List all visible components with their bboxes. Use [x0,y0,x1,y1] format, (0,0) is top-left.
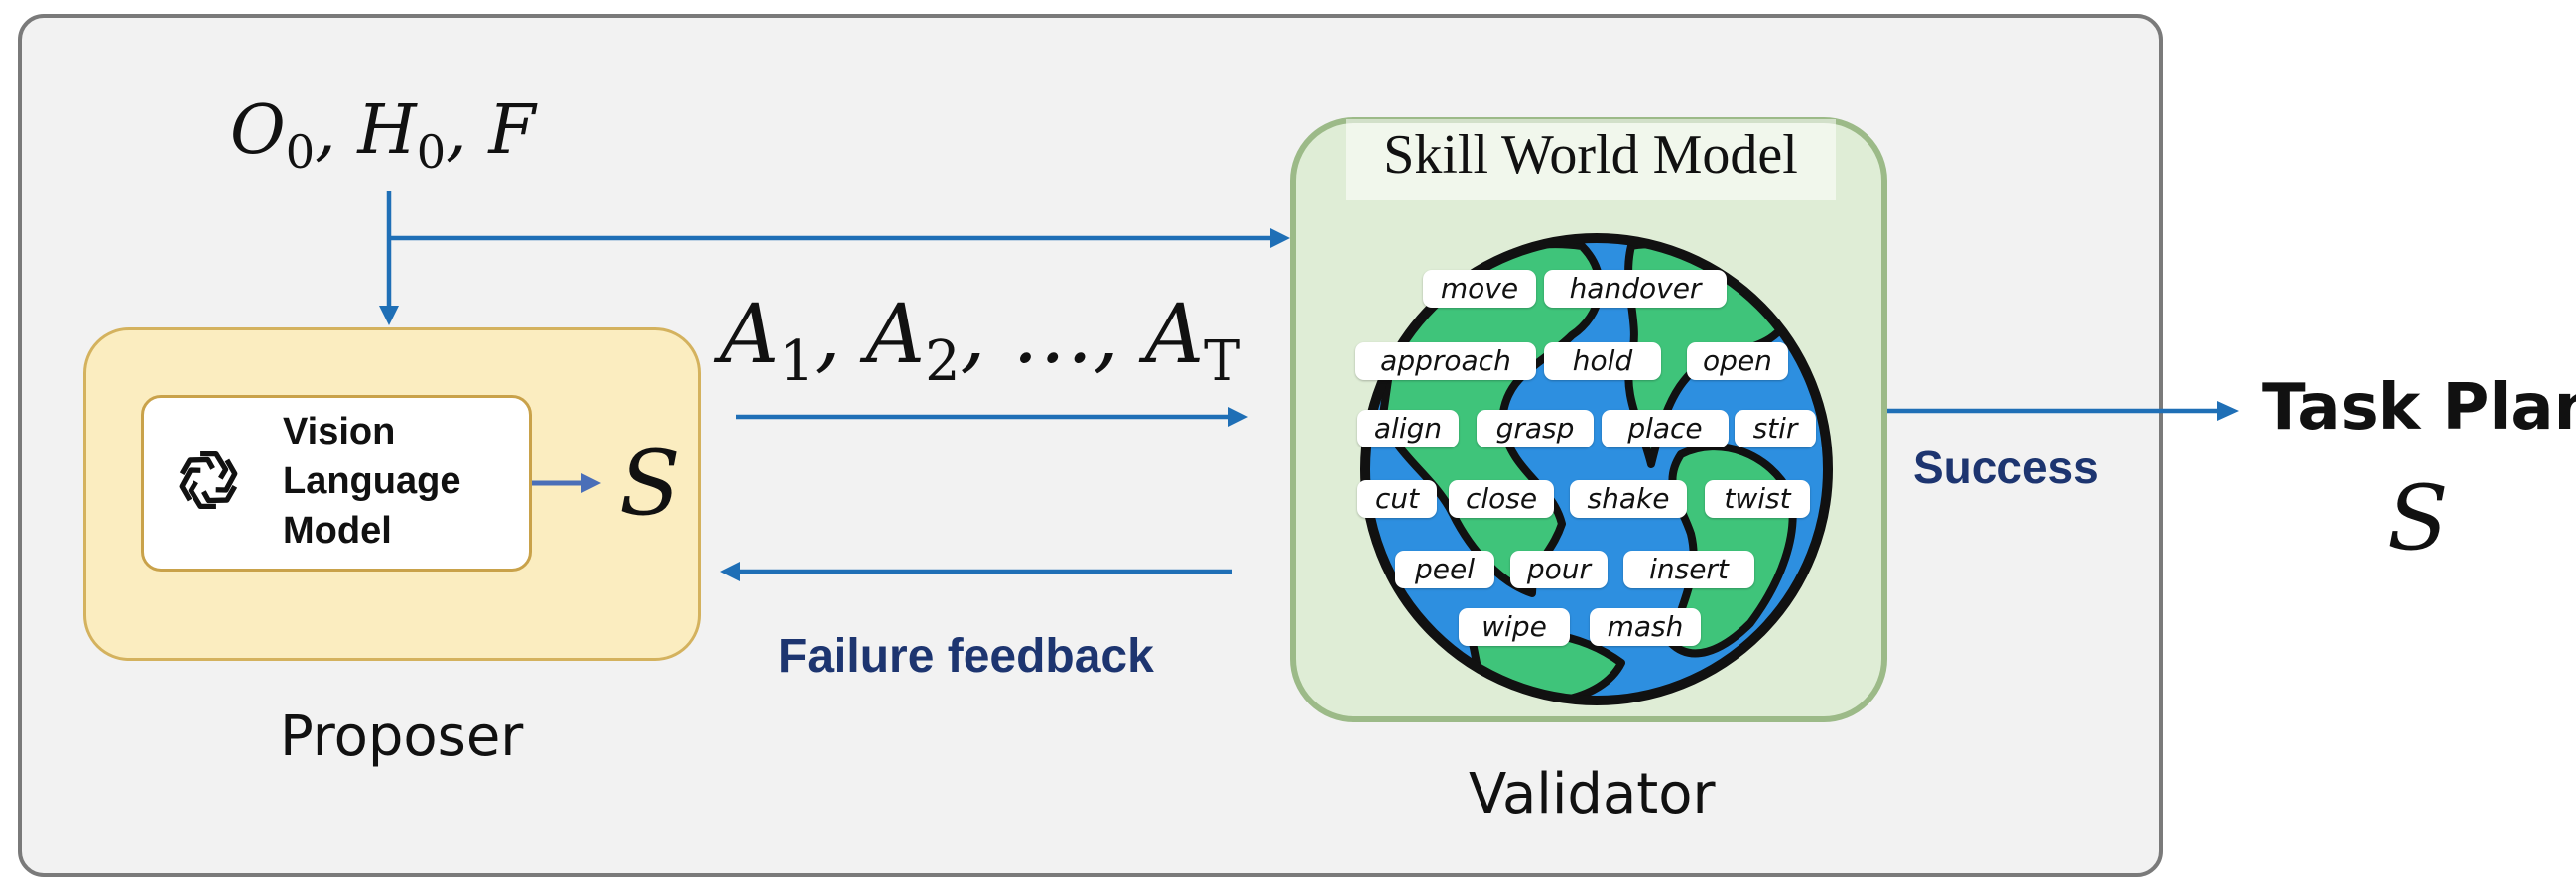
a1-symbol: A [720,288,780,382]
h-symbol: H [357,91,417,170]
failure-arrowhead [720,562,740,581]
skill-chip-align: align [1357,410,1459,447]
vlm-label: Vision Language Model [283,407,521,556]
at-subscript: T [1204,328,1241,394]
skill-chip-stir: stir [1735,410,1816,447]
ellipsis: … [1011,288,1094,382]
swm-title-background [1346,119,1836,200]
task-plan-label: Task Plan [2262,371,2576,445]
vlm-box [141,395,532,572]
proposer-caption: Proposer [280,704,524,769]
a2-symbol: A [865,288,926,382]
skill-chip-cut: cut [1357,480,1437,518]
input-symbols: O0, H0, F [230,91,536,179]
skill-chip-handover: handover [1544,270,1727,308]
skill-chip-insert: insert [1623,551,1754,588]
skill-chip-grasp: grasp [1477,410,1594,447]
h-subscript: 0 [416,124,447,179]
o-subscript: 0 [285,124,316,179]
skill-chip-shake: shake [1570,480,1687,518]
vlm-line-3: Model [283,510,392,552]
skill-chip-place: place [1602,410,1729,447]
skill-chip-pour: pour [1510,551,1608,588]
o-symbol: O [230,91,286,170]
proposer-output-symbol: S [619,432,681,536]
skill-chip-hold: hold [1544,342,1661,380]
skill-chip-close: close [1449,480,1554,518]
success-arrowhead [2217,401,2239,421]
openai-logo-icon [179,450,238,510]
skill-chip-approach: approach [1355,342,1536,380]
action-sequence: A1, A2, …, AT [720,288,1241,394]
vlm-to-s-arrowhead [581,473,601,493]
skill-chip-peel: peel [1395,551,1494,588]
validator-caption: Validator [1469,762,1716,827]
skill-chip-open: open [1687,342,1788,380]
skill-chip-move: move [1423,270,1536,308]
skill-chip-twist: twist [1705,480,1810,518]
a1-subscript: 1 [779,328,815,394]
task-plan-symbol: S [2387,466,2449,571]
input-to-proposer-arrowhead [379,306,399,325]
skill-chip-mash: mash [1590,608,1701,646]
input-to-validator-arrowhead [1270,228,1290,248]
failure-feedback-label: Failure feedback [778,630,1154,683]
vlm-line-2: Language [283,460,461,502]
success-label: Success [1913,442,2099,493]
actions-arrowhead [1228,407,1248,427]
at-symbol: A [1144,288,1205,382]
a2-subscript: 2 [925,328,961,394]
skill-chip-wipe: wipe [1459,608,1570,646]
vlm-line-1: Vision [283,411,396,452]
skill-world-model-title: Skill World Model [1383,124,1798,186]
f-symbol: F [488,91,536,170]
